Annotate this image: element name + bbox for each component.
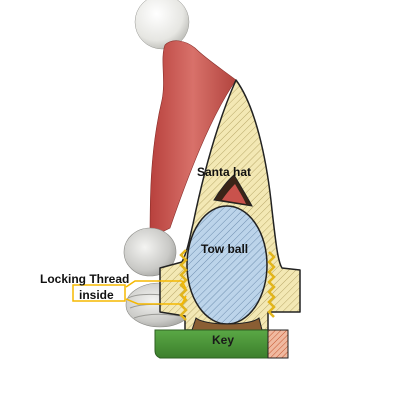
key-label: Key bbox=[212, 333, 235, 347]
key-section-hatch bbox=[267, 329, 289, 359]
thread-right bbox=[267, 251, 276, 318]
locking-thread-label: Locking Thread bbox=[40, 272, 130, 286]
pom-pom-ball bbox=[134, 0, 190, 50]
cavity-red bbox=[222, 184, 246, 204]
inside-label: inside bbox=[79, 288, 114, 302]
callout-box bbox=[72, 284, 126, 302]
thread-left bbox=[179, 249, 188, 321]
tow-ball-label: Tow ball bbox=[201, 242, 249, 256]
chrome-washer-upper bbox=[123, 227, 177, 277]
callout-leader-upper bbox=[125, 280, 187, 290]
tow-ball bbox=[186, 205, 268, 325]
ball-neck bbox=[191, 317, 263, 331]
santa-hat-label: Santa hat bbox=[197, 165, 252, 179]
key-block bbox=[154, 329, 269, 359]
red-hat-body bbox=[149, 40, 237, 239]
callout-leader-lower bbox=[125, 295, 187, 305]
